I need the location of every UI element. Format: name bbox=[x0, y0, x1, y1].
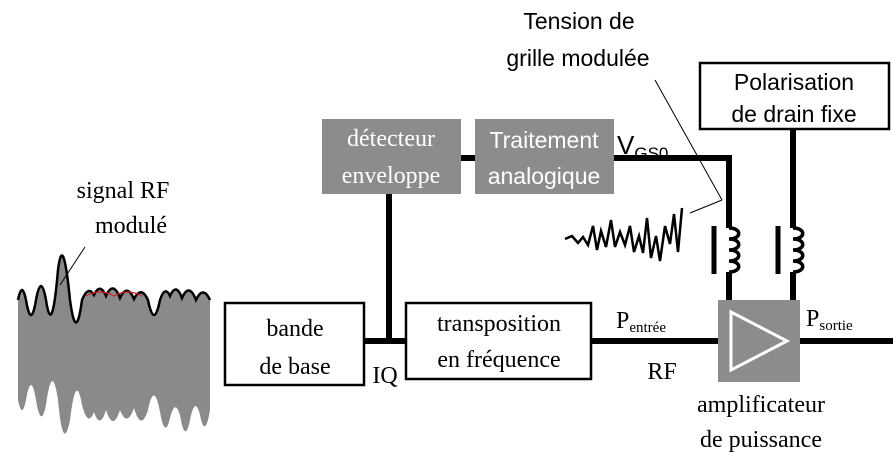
power-amplifier-block bbox=[718, 300, 800, 382]
rf-label: RF bbox=[647, 359, 676, 385]
signal-pointer-line bbox=[59, 246, 86, 286]
detector-label-line2: enveloppe bbox=[342, 163, 441, 189]
signal-label-line2: modulé bbox=[95, 213, 167, 239]
analog-processing-block: Traitement analogique bbox=[475, 119, 614, 194]
p-in-sub: entrée bbox=[629, 320, 666, 336]
p-in-label: Pentrée bbox=[616, 308, 666, 336]
processing-label-line1: Traitement bbox=[489, 127, 599, 153]
vgs0-sub: GS0 bbox=[634, 144, 668, 163]
transposition-label-line2: en fréquence bbox=[437, 347, 560, 373]
gate-label-pointer-line bbox=[654, 79, 723, 201]
gate-voltage-label-line2: grille modulée bbox=[506, 45, 649, 71]
detector-label-line1: détecteur bbox=[347, 126, 435, 152]
gate-voltage-waveform bbox=[564, 79, 723, 262]
baseband-block: bande de base bbox=[223, 301, 366, 387]
baseband-label-line2: de base bbox=[259, 354, 330, 380]
baseband-label-line1: bande bbox=[266, 316, 323, 342]
transposition-label-line1: transposition bbox=[437, 311, 561, 337]
drain-inductor-icon bbox=[775, 226, 805, 274]
p-out-main: P bbox=[806, 306, 819, 332]
gate-voltage-label-line1: Tension de bbox=[523, 8, 634, 34]
connections bbox=[364, 129, 893, 344]
iq-label: IQ bbox=[372, 363, 397, 389]
p-out-sub: sortie bbox=[819, 318, 853, 334]
gate-voltage-pointer-line bbox=[689, 199, 723, 214]
drain-bias-label-line2: de drain fixe bbox=[731, 101, 856, 127]
vgs0-main: V bbox=[617, 130, 635, 160]
drain-bias-label-line1: Polarisation bbox=[734, 69, 854, 95]
amplifier-label-line1: amplificateur bbox=[697, 392, 825, 418]
vgs0-label: VGS0 bbox=[617, 130, 668, 163]
amplifier-triangle-icon bbox=[729, 309, 791, 373]
signal-envelope-accent bbox=[85, 291, 143, 297]
signal-label-line1: signal RF bbox=[77, 178, 170, 204]
p-in-main: P bbox=[616, 308, 629, 334]
signal-fill bbox=[18, 255, 210, 434]
gate-inductor-icon bbox=[711, 226, 741, 274]
drain-bias-block: Polarisation de drain fixe bbox=[698, 61, 891, 131]
svg-text:VGS0: VGS0 bbox=[617, 130, 668, 163]
p-out-label: Psortie bbox=[806, 306, 853, 334]
envelope-detector-block: détecteur enveloppe bbox=[322, 119, 461, 194]
amplifier-label-line2: de puissance bbox=[700, 427, 822, 453]
processing-label-line2: analogique bbox=[488, 163, 601, 189]
transposition-block: transposition en fréquence bbox=[404, 301, 593, 381]
rf-signal-waveform: signal RF modulé bbox=[16, 178, 212, 434]
